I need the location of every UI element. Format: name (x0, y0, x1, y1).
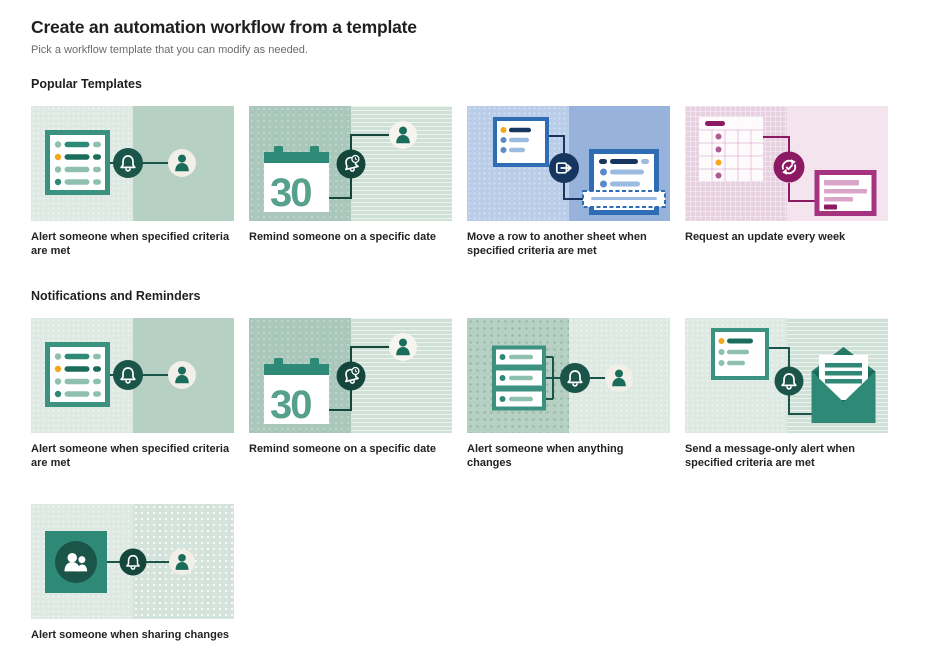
bell-badge (560, 363, 590, 393)
template-card-remind-date[interactable]: 30 Remind someone on a specific date (249, 106, 452, 258)
alarm-badge (336, 361, 366, 391)
template-illustration (31, 106, 234, 221)
connector-line (788, 395, 813, 415)
connector-line (326, 390, 352, 411)
bell-badge (113, 360, 143, 390)
template-card-alert-sharing-changes[interactable]: Alert someone when sharing changes (31, 504, 234, 642)
template-illustration: 30 (249, 106, 452, 221)
template-caption: Remind someone on a specific date (249, 231, 437, 243)
template-card-request-update[interactable]: Request an update every week (685, 106, 888, 258)
connector-line (763, 136, 790, 152)
template-caption: Alert someone when anything changes (467, 443, 624, 469)
update-form (814, 170, 877, 216)
connector-line (350, 346, 390, 363)
template-card-alert-criteria[interactable]: Alert someone when specified criteria ar… (31, 106, 234, 258)
calendar: 30 (264, 146, 329, 215)
template-illustration (685, 318, 888, 433)
template-caption: Request an update every week (685, 231, 846, 243)
template-illustration (31, 318, 234, 433)
card-grid: Alert someone when specified criteria ar… (31, 106, 899, 258)
bell-badge (113, 148, 143, 178)
template-caption: Remind someone on a specific date (249, 443, 437, 455)
template-card-alert-anything-changes[interactable]: Alert someone when anything changes (467, 318, 670, 470)
bell-badge (119, 548, 147, 576)
calendar-day: 30 (270, 383, 311, 427)
card-grid: Alert someone when specified criteria ar… (31, 318, 899, 642)
template-card-move-row[interactable]: Move a row to another sheet when specifi… (467, 106, 670, 258)
section-label: Popular Templates (31, 77, 142, 91)
template-card-remind-date[interactable]: 30 Remind someone on a specific date (249, 318, 452, 470)
alarm-badge (336, 149, 366, 179)
source-sheet (493, 117, 549, 167)
template-illustration (467, 106, 670, 221)
page-subtitle: Pick a workflow template that you can mo… (31, 44, 308, 56)
template-card-message-only-alert[interactable]: Send a message-only alert when specified… (685, 318, 888, 470)
section-popular-templates: Popular Templates (31, 77, 899, 258)
connector-line (350, 134, 390, 151)
connector-line (547, 135, 565, 154)
section-notifications-reminders: Notifications and Reminders (31, 289, 899, 642)
target-sheet (582, 149, 666, 215)
row-stack (492, 345, 546, 411)
template-caption: Send a message-only alert when specified… (685, 443, 855, 469)
bell-badge (774, 366, 804, 396)
sharing-tile (45, 531, 107, 593)
template-caption: Alert someone when sharing changes (31, 629, 230, 641)
template-caption: Alert someone when specified criteria ar… (31, 443, 230, 469)
grid-sheet (699, 117, 763, 181)
template-illustration (685, 106, 888, 221)
criteria-sheet (45, 342, 110, 407)
template-illustration (467, 318, 670, 433)
criteria-sheet (711, 328, 769, 380)
template-caption: Alert someone when specified criteria ar… (31, 231, 230, 257)
template-illustration (31, 504, 234, 619)
envelope (811, 347, 876, 423)
criteria-sheet (45, 130, 110, 195)
connector-line (326, 178, 352, 199)
page-title: Create an automation workflow from a tem… (31, 17, 417, 37)
connector-line (767, 347, 790, 367)
calendar-day: 30 (270, 171, 311, 215)
connector-line (788, 183, 818, 202)
template-caption: Move a row to another sheet when specifi… (467, 231, 647, 257)
template-illustration: 30 (249, 318, 452, 433)
section-label: Notifications and Reminders (31, 289, 201, 303)
recurring-badge (773, 151, 805, 183)
template-card-alert-criteria[interactable]: Alert someone when specified criteria ar… (31, 318, 234, 470)
calendar: 30 (264, 358, 329, 427)
connector-line (544, 356, 619, 400)
